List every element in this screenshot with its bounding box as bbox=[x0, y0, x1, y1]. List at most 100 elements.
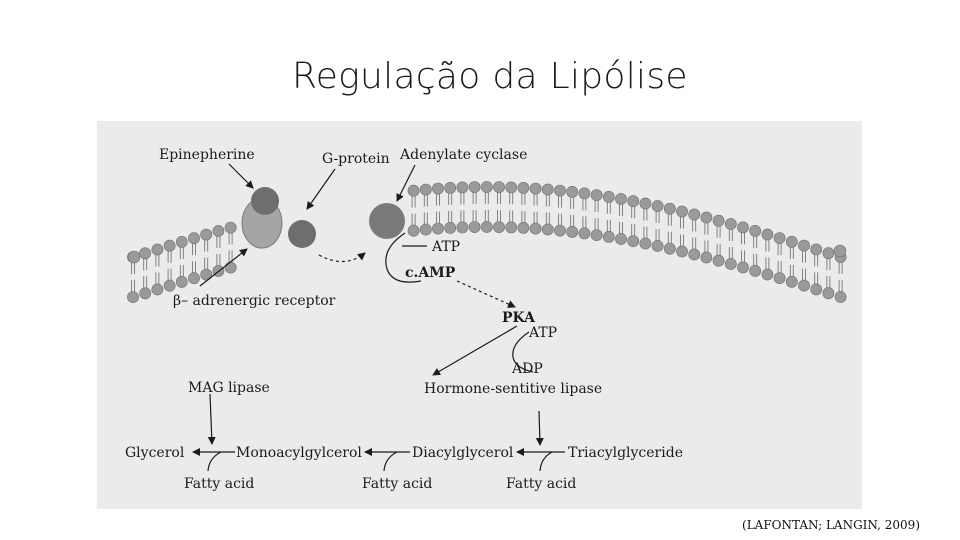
pka-to-hsl-arrow bbox=[432, 325, 518, 376]
lipid-head-outer bbox=[188, 232, 200, 245]
lipid-head-inner bbox=[517, 222, 530, 234]
lipid-tails bbox=[411, 195, 416, 226]
lipid-tails bbox=[667, 213, 672, 244]
lipid-tails bbox=[643, 208, 648, 239]
lipid-head-outer bbox=[663, 202, 676, 215]
g-protein-subunit bbox=[288, 220, 316, 248]
epinephrine-label: Epinepherine bbox=[159, 147, 255, 163]
lipid-head-inner bbox=[224, 261, 237, 274]
fatty-acid-branch-1 bbox=[207, 451, 222, 472]
lipid-head-outer bbox=[785, 235, 798, 248]
lipid-head-outer bbox=[468, 181, 481, 193]
lipid-head-outer bbox=[493, 181, 505, 193]
lipid-head-outer bbox=[529, 182, 542, 195]
lipid-head-inner bbox=[676, 245, 688, 258]
lipid-tails bbox=[704, 222, 709, 253]
lipid-tails bbox=[655, 211, 660, 242]
lipid-head-inner bbox=[773, 272, 786, 284]
lipid-head-outer bbox=[151, 243, 164, 256]
dashed-activation-arrow bbox=[318, 252, 366, 263]
lipid-tails bbox=[789, 246, 794, 277]
lipid-head-inner bbox=[566, 226, 579, 238]
lipid-head-inner bbox=[639, 237, 652, 250]
lipid-tails bbox=[619, 203, 623, 234]
lipid-head-inner bbox=[456, 221, 469, 234]
lipid-head-inner bbox=[432, 222, 444, 235]
lipid-head-outer bbox=[200, 228, 213, 241]
lipid-head-inner bbox=[200, 268, 213, 281]
lipid-tails bbox=[728, 229, 733, 260]
beta-adrenergic-receptor-protein bbox=[241, 187, 283, 249]
lipid-tails bbox=[741, 232, 745, 263]
atp-label-2: ATP bbox=[528, 325, 557, 341]
lipid-tails bbox=[680, 216, 684, 247]
lipid-head-inner bbox=[444, 222, 457, 234]
lipid-tails bbox=[582, 198, 587, 229]
lipid-head-outer bbox=[602, 191, 615, 203]
lipid-head-outer bbox=[773, 232, 786, 244]
atp-to-camp-arrow bbox=[385, 232, 422, 283]
lipid-head-outer bbox=[676, 205, 688, 218]
lipid-tails bbox=[631, 206, 636, 237]
lipid-tails bbox=[179, 246, 184, 277]
lipid-head-inner bbox=[822, 287, 835, 300]
atp-label-1: ATP bbox=[431, 239, 460, 255]
lipid-head-outer bbox=[139, 247, 152, 260]
glycerol-label: Glycerol bbox=[125, 445, 185, 461]
lipid-tails bbox=[826, 258, 831, 289]
lipid-head-outer bbox=[798, 239, 810, 252]
lipid-head-outer bbox=[419, 183, 432, 196]
atp-to-adp-arrow bbox=[512, 331, 534, 373]
lipid-tails bbox=[521, 192, 526, 223]
lipid-tails bbox=[216, 236, 221, 267]
camp-to-pka-arrow bbox=[456, 280, 516, 308]
lipid-head-outer bbox=[578, 187, 591, 200]
lipid-head-outer bbox=[175, 236, 188, 248]
lipid-head-outer bbox=[810, 243, 823, 256]
lipid-tails bbox=[497, 192, 501, 223]
monoacylglycerol-label: Monoacylgylcerol bbox=[236, 445, 362, 461]
lipid-head-outer bbox=[615, 193, 627, 205]
lipid-head-inner bbox=[810, 283, 823, 296]
lipid-head-outer bbox=[444, 182, 457, 194]
fatty-acid-branch-2 bbox=[383, 451, 398, 472]
slide-title: Regulação da Lipólise bbox=[292, 56, 688, 97]
lipid-head-outer bbox=[480, 181, 493, 193]
lipid-head-outer bbox=[566, 186, 579, 198]
lipid-head-outer bbox=[627, 195, 640, 208]
epinephrine-arrow bbox=[228, 163, 254, 189]
lipid-tails bbox=[460, 192, 465, 223]
lipid-head-inner bbox=[480, 221, 493, 233]
pointer-arrows bbox=[192, 163, 565, 472]
lipid-tails bbox=[423, 194, 428, 225]
g-protein-arrow bbox=[306, 168, 336, 210]
lipid-head-inner bbox=[785, 275, 798, 288]
lipid-head-outer bbox=[700, 211, 713, 224]
hsl-to-triacyl-arrow bbox=[535, 410, 544, 446]
lipid-head-outer bbox=[163, 239, 176, 252]
lipid-tails bbox=[131, 262, 135, 293]
lipid-head-outer bbox=[712, 214, 725, 227]
lipid-tails bbox=[838, 261, 843, 292]
lipid-tails bbox=[570, 196, 575, 227]
lipid-head-outer bbox=[737, 221, 749, 234]
lipid-head-inner bbox=[139, 287, 152, 300]
lipid-head-inner bbox=[834, 291, 847, 303]
lipid-head-end bbox=[833, 244, 847, 258]
camp-label: c.AMP bbox=[405, 265, 456, 281]
fatty-acid-label-1: Fatty acid bbox=[184, 476, 254, 492]
lipid-head-outer bbox=[456, 181, 469, 194]
fatty-acid-label-3: Fatty acid bbox=[506, 476, 576, 492]
fatty-acid-branch-3 bbox=[539, 451, 553, 472]
triacylglyceride-label: Triacylglyceride bbox=[568, 445, 683, 461]
lipid-head-outer bbox=[224, 221, 237, 234]
lipid-head-outer bbox=[407, 184, 420, 197]
lipid-tails bbox=[545, 194, 550, 225]
lipid-tails bbox=[777, 243, 782, 274]
fatty-acid-label-2: Fatty acid bbox=[362, 476, 432, 492]
adenylate-cyclase-arrow bbox=[396, 164, 416, 202]
lipid-head-outer bbox=[724, 218, 737, 230]
lipid-head-outer bbox=[541, 183, 554, 196]
lipolysis-diagram: Epinepherine G-protein Adenylate cyclase… bbox=[97, 121, 862, 509]
lipid-head-inner bbox=[749, 264, 762, 277]
